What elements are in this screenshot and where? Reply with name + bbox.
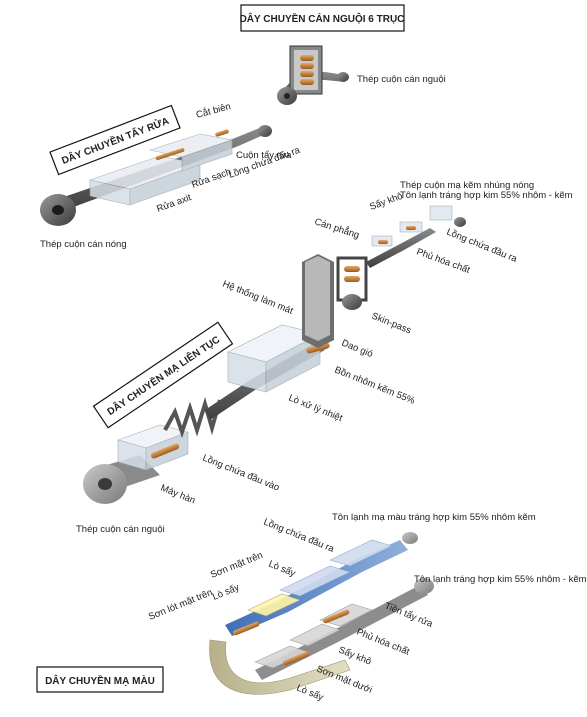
label-top-paint: Sơn mặt trên [209, 550, 264, 581]
label-dryer-1: Sấy khô [368, 191, 404, 213]
label-edge-trim: Cắt biên [195, 101, 232, 121]
label-cold-rolled-coil-top: Thép cuộn cán nguội [357, 74, 446, 85]
label-entry-looper: Lồng chứa đầu vào [201, 453, 281, 494]
color-coating-line [209, 532, 434, 695]
label-air-knife: Dao gió [340, 338, 374, 360]
label-annealing-furnace: Lò xử lý nhiệt [287, 393, 344, 425]
title-color-coating: DÂY CHUYỀN MẠ MÀU [36, 666, 164, 693]
label-pickled-coil: Cuộn tẩy rửa [236, 150, 292, 161]
label-chemical-coat: Phủ hóa chất [415, 246, 472, 276]
label-oven-3: Lò sấy [295, 683, 325, 704]
label-exit-looper-3: Lồng chứa đầu ra [262, 517, 336, 556]
label-welder: Máy hàn [159, 483, 197, 507]
galvanizing-line [83, 205, 466, 504]
label-cooling-system: Hệ thống làm mát [221, 279, 295, 317]
pickling-line [40, 125, 272, 226]
label-acid-wash: Rửa axit [155, 192, 193, 215]
label-hot-dip-coil: Thép cuộn mạ kẽm nhúng nóng [400, 180, 534, 191]
label-zinc-al-pot: Bồn nhôm kẽm 55% [333, 365, 417, 407]
title-cold-rolling: DÂY CHUYỀN CÁN NGUỘI 6 TRỤC [240, 4, 405, 32]
label-skin-pass: Skin-pass [370, 311, 413, 337]
label-primer-top: Sơn lót mặt trên [147, 587, 214, 623]
label-galvalume-input: Tôn lạnh tráng hợp kim 55% nhôm - kẽm [414, 574, 587, 585]
label-tension-leveler: Cán phẳng [313, 215, 361, 241]
svg-text:DÂY CHUYỀN CÁN NGUỘI 6 TRỤC: DÂY CHUYỀN CÁN NGUỘI 6 TRỤC [240, 12, 405, 25]
label-oven-2: Lò sấy [211, 582, 241, 603]
label-prepainted-product: Tôn lạnh mạ màu tráng hợp kim 55% nhôm k… [332, 512, 536, 523]
label-hot-rolled-coil: Thép cuộn cán nóng [40, 239, 127, 250]
label-pre-clean: Tiền tẩy rửa [383, 601, 435, 631]
cold-rolling-mill [277, 45, 349, 105]
label-galvalume: Tôn lạnh tráng hợp kim 55% nhôm - kẽm [400, 190, 573, 201]
svg-text:DÂY CHUYỀN MẠ MÀU: DÂY CHUYỀN MẠ MÀU [45, 674, 155, 687]
label-oven-1: Lò sấy [267, 559, 297, 580]
label-cold-rolled-coil-bottom: Thép cuộn cán nguội [76, 524, 165, 535]
